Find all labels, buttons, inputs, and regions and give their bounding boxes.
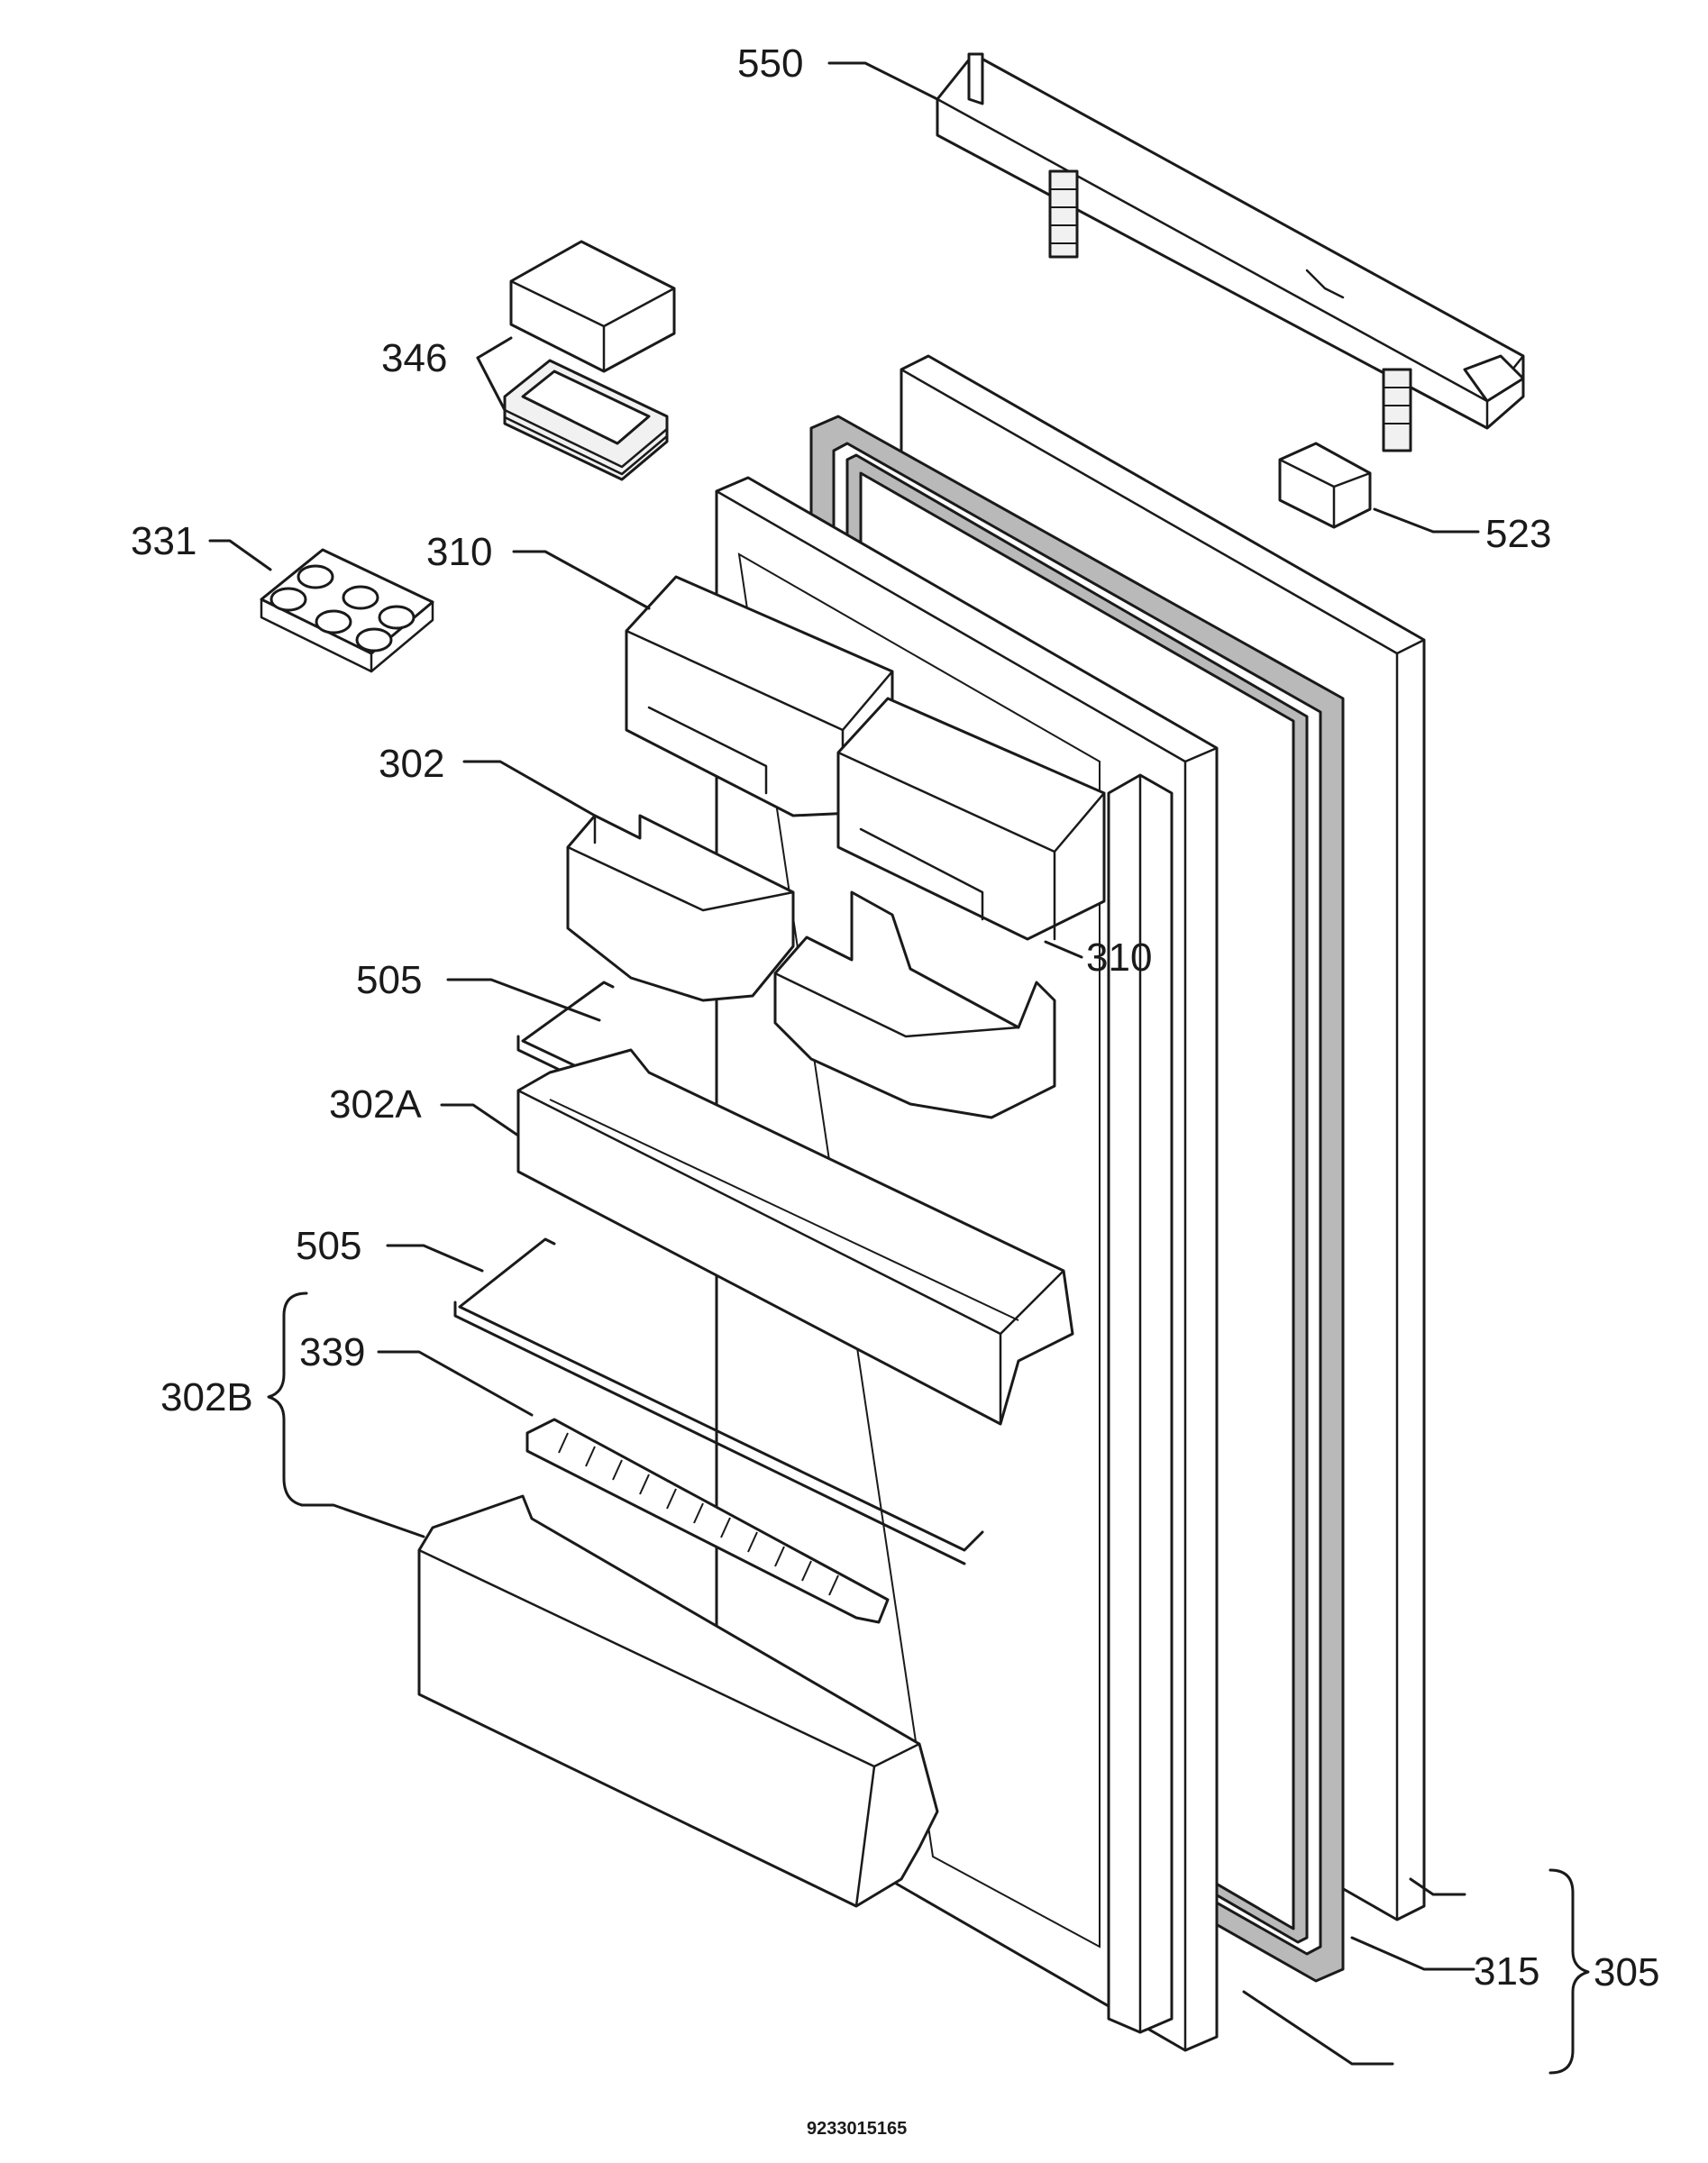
part-505-lower-rail: [453, 1237, 984, 1565]
part-302-small-shelf-right: [773, 890, 1056, 1119]
label-302: 302: [379, 742, 444, 786]
part-346-butter-box: [503, 240, 676, 481]
label-305: 305: [1594, 1950, 1659, 1994]
leader-lines: [208, 61, 1590, 2075]
part-302-small-shelf-left: [566, 814, 795, 1002]
label-505-lower: 505: [296, 1224, 361, 1268]
label-523: 523: [1485, 512, 1551, 556]
part-523-hinge-cover: [1278, 442, 1372, 529]
label-550: 550: [737, 41, 803, 86]
part-550-hinge-bracket: [936, 52, 1525, 452]
label-302b: 302B: [160, 1375, 253, 1419]
part-331-egg-tray: [260, 548, 434, 673]
part-339-bottle-holder: [525, 1418, 890, 1624]
part-302b-bottom-shelf: [417, 1494, 939, 1908]
document-number: 9233015165: [807, 2119, 907, 2139]
label-315: 315: [1474, 1949, 1539, 1994]
label-505-upper: 505: [356, 958, 422, 1002]
label-302a: 302A: [329, 1082, 422, 1127]
label-310-top: 310: [426, 530, 492, 574]
part-310-top-bin-right: [836, 697, 1106, 941]
label-310-right: 310: [1086, 935, 1152, 980]
part-labels: 550 346 331 310 310 523 302 505 302A 505…: [131, 41, 1659, 1994]
label-339: 339: [299, 1330, 365, 1374]
label-346: 346: [381, 336, 447, 380]
part-302a-middle-shelf: [516, 1048, 1074, 1426]
label-331: 331: [131, 519, 196, 563]
